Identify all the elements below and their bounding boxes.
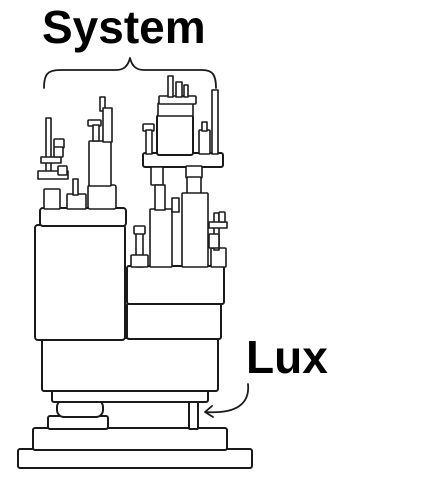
system-brace xyxy=(43,57,217,89)
center-tab-peg xyxy=(201,121,208,132)
center-pin-3 xyxy=(183,84,189,98)
lux-label: Lux xyxy=(246,331,328,383)
wide-block xyxy=(41,337,219,392)
center-tall-b xyxy=(181,192,209,268)
right-spire-stem xyxy=(213,212,220,251)
left-column xyxy=(88,140,112,187)
right-cap xyxy=(210,247,227,268)
spire-a-mid xyxy=(53,146,64,158)
left-cube-b xyxy=(66,193,87,210)
center-knob-stem xyxy=(145,129,153,155)
right-block-lower xyxy=(126,302,222,340)
center-tab xyxy=(198,129,211,155)
left-slab xyxy=(39,207,127,227)
spire-a-stem xyxy=(45,117,52,179)
right-block-upper xyxy=(126,265,225,305)
spire-a-foot xyxy=(37,170,69,180)
big-left-block xyxy=(34,224,126,341)
right-spire-cap xyxy=(218,211,226,223)
spire-a-cube xyxy=(57,165,68,176)
right-peg xyxy=(211,89,219,155)
right-spire-bar xyxy=(208,221,228,229)
base-stack xyxy=(17,399,253,469)
lux-pillar xyxy=(188,400,199,430)
center-tall-a xyxy=(149,208,173,268)
lux-arrowhead xyxy=(204,405,214,418)
spire-a-bar xyxy=(40,156,62,164)
center-tower xyxy=(130,75,228,268)
center-box-top xyxy=(157,102,194,117)
left-column-stem xyxy=(92,124,100,142)
left-column-knob xyxy=(102,107,113,143)
system-label: System xyxy=(42,1,206,53)
center-peg-small xyxy=(171,197,180,213)
center-post-left-cap xyxy=(133,225,146,235)
center-riser-3 xyxy=(186,176,202,195)
center-tall-a-neck xyxy=(154,184,166,211)
base-slab-bottom xyxy=(17,448,253,469)
center-post-foot xyxy=(130,254,149,268)
right-spire-foot xyxy=(208,233,220,249)
left-cube-a xyxy=(43,188,61,210)
center-pin-1 xyxy=(167,75,174,98)
center-pin-2 xyxy=(175,81,183,98)
lux-arrow xyxy=(205,383,249,414)
main-body xyxy=(34,224,227,403)
center-riser xyxy=(150,166,164,186)
spire-b-stem xyxy=(72,178,79,196)
center-box xyxy=(156,114,194,156)
left-block-c xyxy=(87,184,117,210)
base-slab-middle xyxy=(32,427,228,451)
left-tower xyxy=(37,96,127,227)
